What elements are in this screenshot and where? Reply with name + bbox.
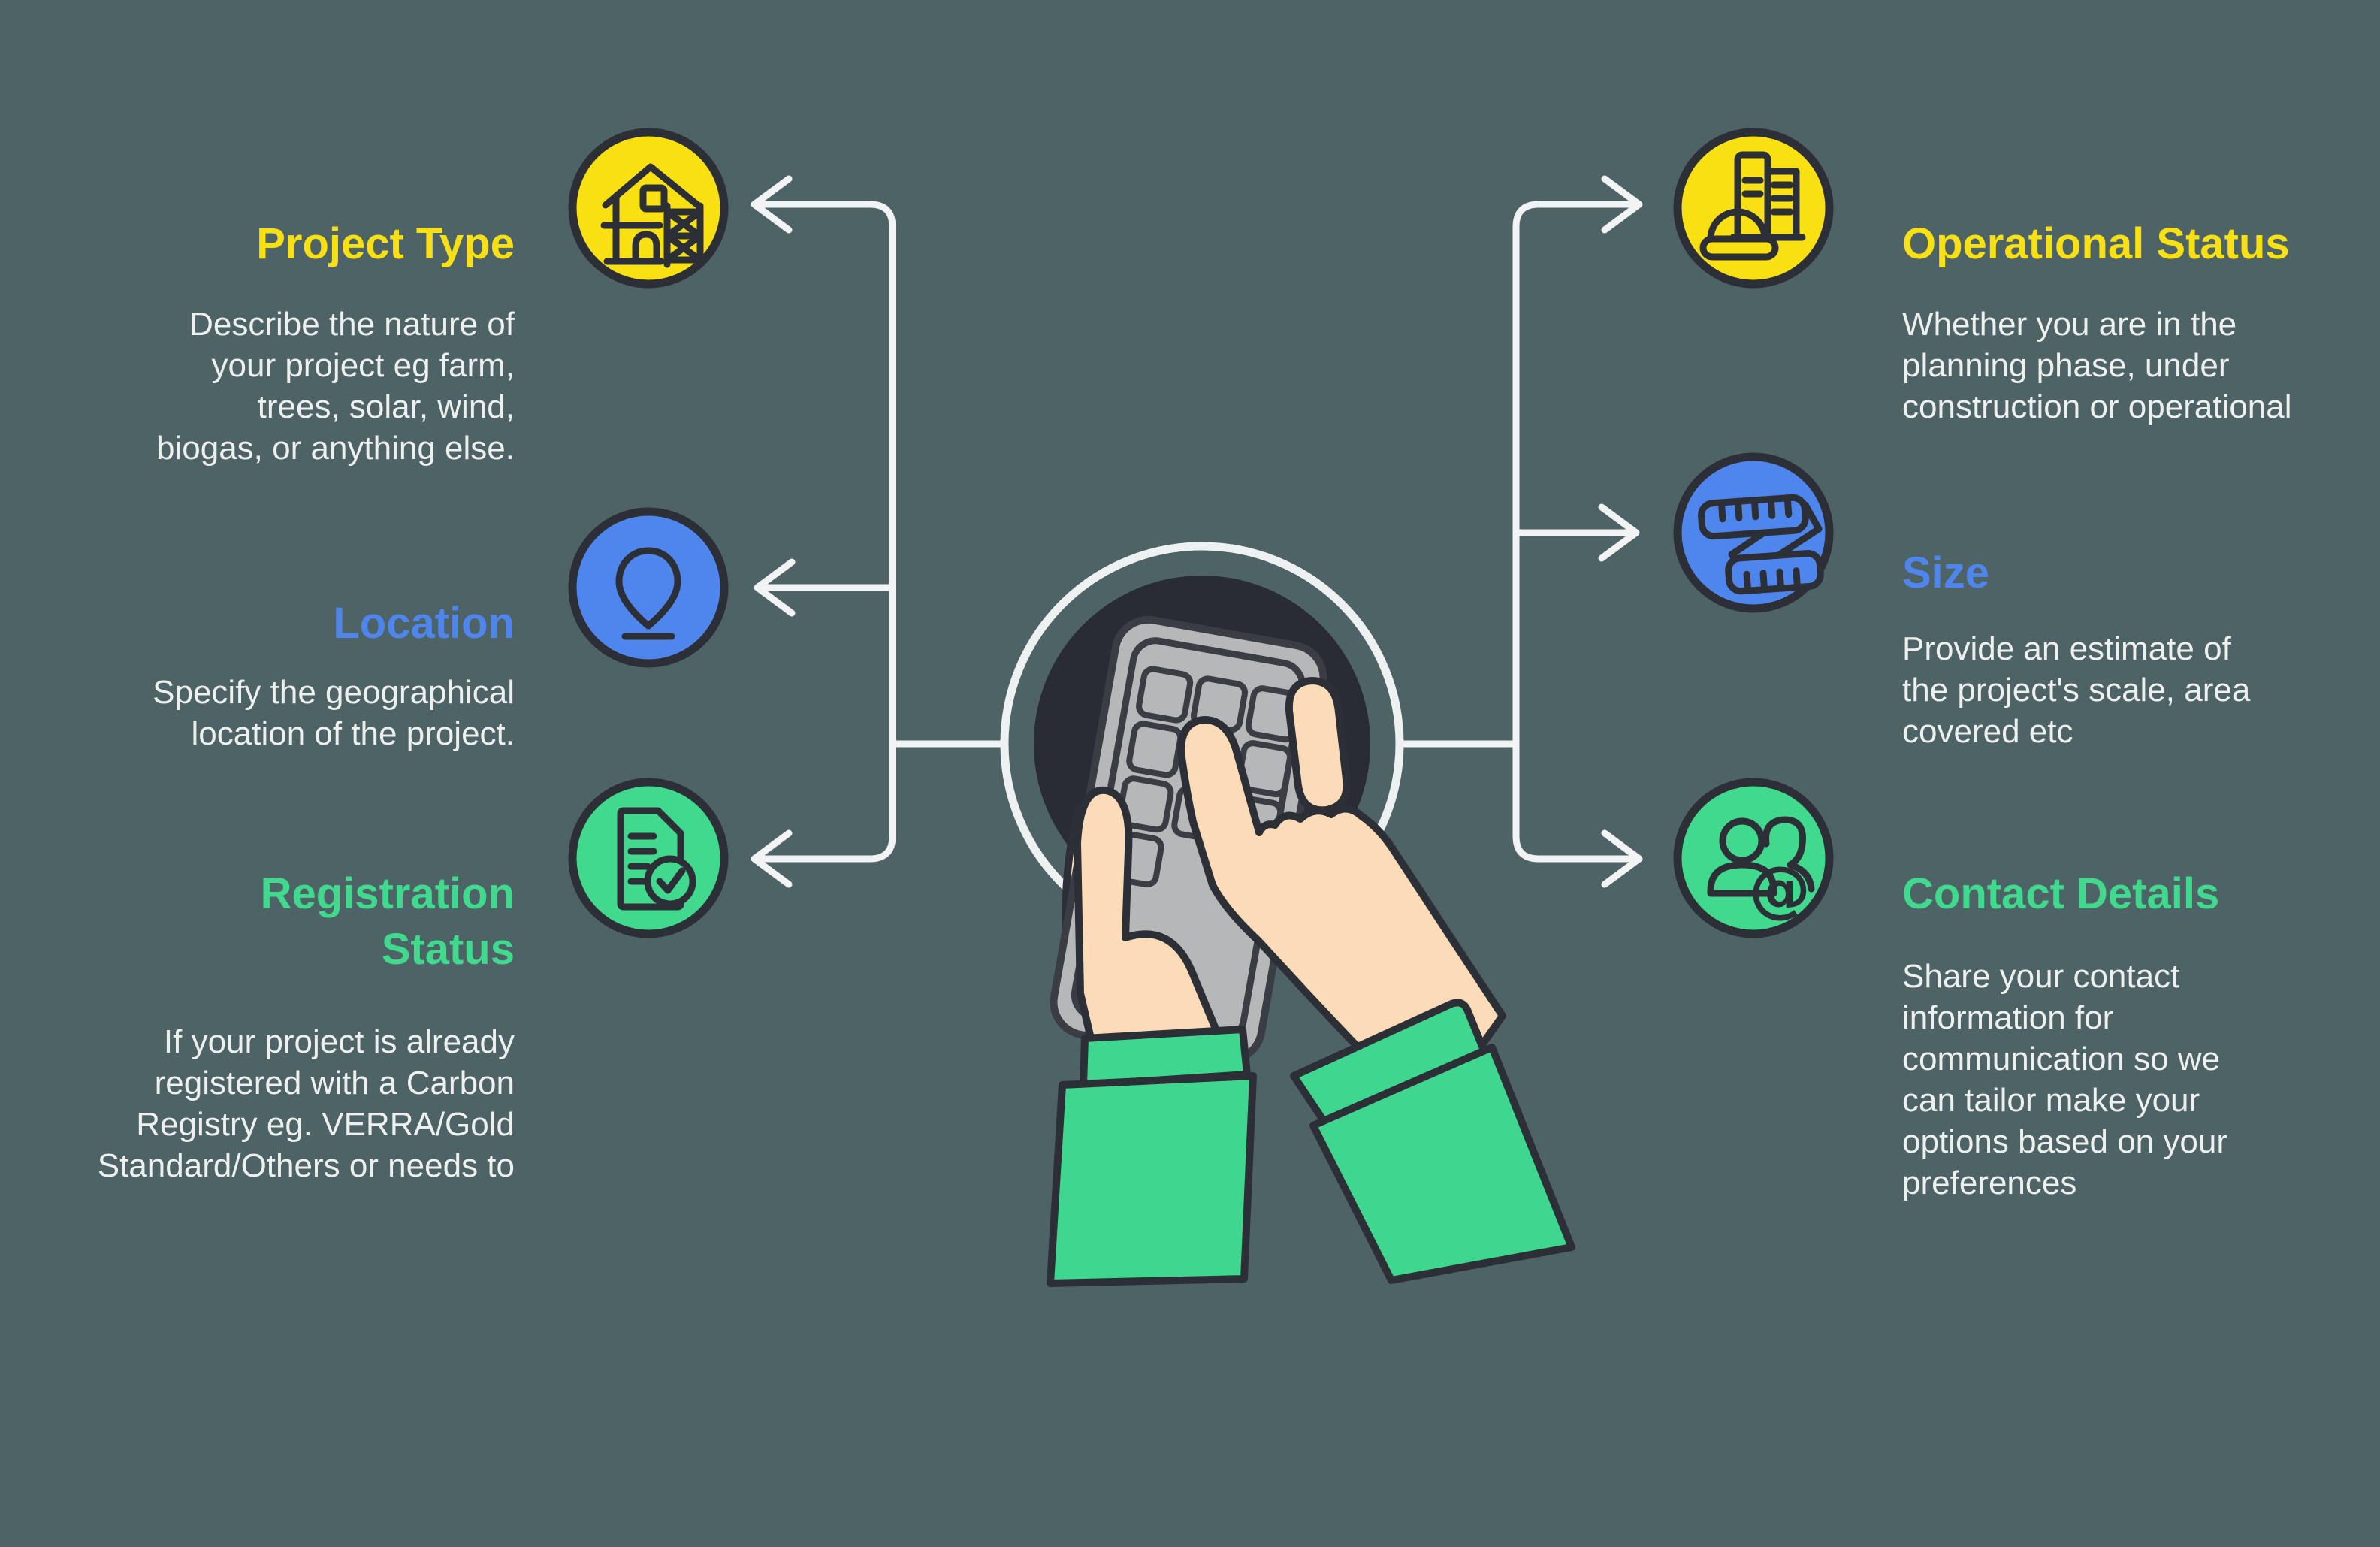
arrow-right-top-icon (1601, 175, 1643, 234)
operational-status-icon (1673, 128, 1834, 289)
registration-status-description: If your project is already registered wi… (97, 1023, 515, 1184)
people-at-sign-icon: @ (1707, 816, 1815, 925)
location-title: Location (333, 599, 515, 648)
project-type-description: Describe the nature of your project eg f… (156, 306, 515, 467)
location-icon (568, 507, 729, 668)
size-icon (1673, 452, 1834, 613)
arrow-right-middle-icon (1598, 503, 1640, 562)
operational-status-title: Operational Status (1902, 219, 2290, 269)
arrow-right-bottom-icon (1601, 829, 1643, 888)
size-title: Size (1902, 548, 1990, 598)
hands-device-illustration (1000, 542, 1575, 1287)
left-sleeve (1047, 1026, 1257, 1287)
operational-status-description: Whether you are in the planning phase, u… (1902, 306, 2292, 425)
arrow-left-top-icon (751, 175, 793, 234)
registration-status-icon (568, 778, 729, 938)
right-connector-lines (1395, 175, 1643, 888)
right-sleeve (1290, 999, 1575, 1284)
registration-status-title: Registration Status (260, 869, 515, 974)
svg-text:@: @ (1749, 854, 1811, 925)
measuring-tape-icon (1698, 494, 1824, 595)
map-pin-icon (615, 547, 681, 640)
size-description: Provide an estimate of the project's sca… (1902, 630, 2251, 750)
contact-details-icon: @ (1673, 778, 1834, 938)
location-description: Specify the geographical location of the… (153, 674, 515, 752)
project-type-icon (568, 128, 729, 289)
right-hand (1177, 716, 1506, 1107)
left-connector-lines (751, 175, 1009, 888)
building-hardhat-icon (1699, 151, 1806, 261)
house-construction-icon (600, 163, 704, 268)
contact-details-description: Share your contact information for commu… (1902, 958, 2227, 1201)
document-check-icon (617, 807, 696, 911)
project-type-title: Project Type (256, 219, 515, 269)
left-hand (1074, 786, 1221, 1042)
right-thumb (1285, 677, 1351, 814)
arrow-left-bottom-icon (751, 829, 793, 888)
arrow-left-middle-icon (754, 558, 796, 617)
contact-details-title: Contact Details (1902, 869, 2220, 919)
